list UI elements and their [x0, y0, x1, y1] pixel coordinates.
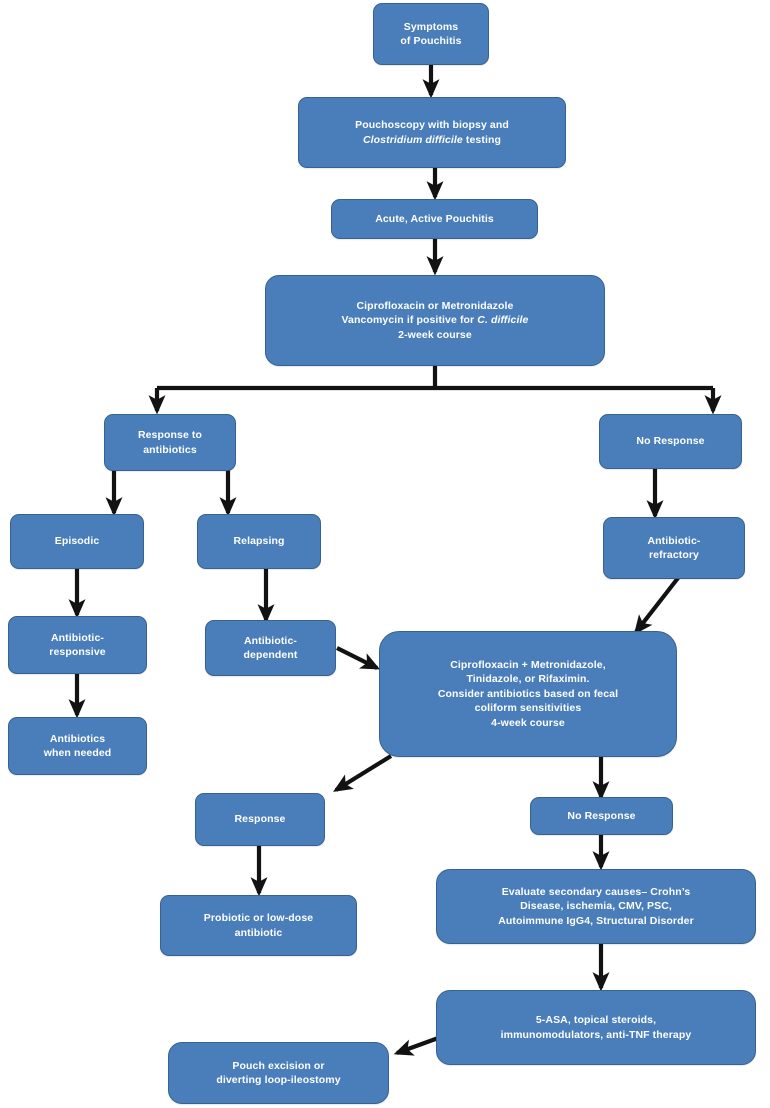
node-pouch-excision-or-ileostomy[interactable]: Pouch excision or diverting loop-ileosto…: [168, 1042, 389, 1104]
node-acute-active-label: Acute, Active Pouchitis: [375, 212, 494, 225]
node-relapsing-label: Relapsing: [233, 535, 285, 548]
node-evaluate-secondary-causes[interactable]: Evaluate secondary causes– Crohn’s Disea…: [436, 869, 756, 944]
node-abx-refractory-label: Antibiotic- refractory: [647, 534, 701, 561]
node-antibiotic-responsive[interactable]: Antibiotic- responsive: [8, 616, 147, 674]
node-response-2-label: Response: [234, 813, 286, 826]
node-secondary-causes-label: Evaluate secondary causes– Crohn’s Disea…: [498, 885, 694, 927]
node-response-2[interactable]: Response: [195, 793, 325, 846]
node-surgery-label: Pouch excision or diverting loop-ileosto…: [216, 1059, 341, 1086]
node-medical-therapy-label: 5-ASA, topical steroids, immunomodulator…: [500, 1014, 692, 1041]
node-antibiotic-refractory[interactable]: Antibiotic- refractory: [603, 517, 745, 579]
edge-refractory-to-secondline: [633, 576, 680, 635]
node-antibiotic-dependent[interactable]: Antibiotic- dependent: [205, 620, 336, 676]
node-abx-responsive-label: Antibiotic- responsive: [49, 631, 106, 658]
node-symptoms-label: Symptoms of Pouchitis: [400, 20, 462, 47]
firstline-line1: Ciprofloxacin or Metronidazole: [356, 299, 514, 312]
node-episodic-label: Episodic: [54, 535, 100, 548]
node-second-line-antibiotics[interactable]: Ciprofloxacin + Metronidazole, Tinidazol…: [379, 631, 677, 757]
pouchoscopy-italic: Clostridium difficile: [362, 133, 463, 146]
edge-secondline-to-response2: [333, 754, 393, 792]
node-abx-when-needed-label: Antibiotics when needed: [43, 732, 112, 759]
node-no-response-2[interactable]: No Response: [530, 797, 673, 835]
node-no-response-1[interactable]: No Response: [599, 414, 742, 469]
node-no-response-2-label: No Response: [567, 809, 636, 822]
pouchoscopy-line1: Pouchoscopy with biopsy and: [355, 119, 509, 132]
node-second-line-label: Ciprofloxacin + Metronidazole, Tinidazol…: [437, 658, 619, 729]
node-probiotic-or-low-dose-antibiotic[interactable]: Probiotic or low-dose antibiotic: [160, 895, 357, 956]
node-response-to-antibiotics[interactable]: Response to antibiotics: [104, 414, 236, 471]
firstline-line2-head: Vancomycin if positive for: [341, 314, 478, 327]
node-symptoms[interactable]: Symptoms of Pouchitis: [373, 3, 489, 65]
node-acute-active-pouchitis[interactable]: Acute, Active Pouchitis: [331, 199, 538, 239]
node-antibiotics-when-needed[interactable]: Antibiotics when needed: [8, 717, 147, 775]
node-no-response-1-label: No Response: [636, 435, 705, 448]
node-abx-dependent-label: Antibiotic- dependent: [243, 634, 298, 661]
node-response-to-abx-label: Response to antibiotics: [137, 429, 203, 456]
node-probiotic-label: Probiotic or low-dose antibiotic: [203, 912, 314, 939]
node-relapsing[interactable]: Relapsing: [197, 514, 321, 569]
node-medical-therapy[interactable]: 5-ASA, topical steroids, immunomodulator…: [436, 990, 756, 1065]
pouchoscopy-line2-tail: testing: [462, 133, 502, 146]
firstline-line3: 2-week course: [398, 328, 472, 341]
firstline-italic: C. difficile: [477, 314, 529, 327]
node-episodic[interactable]: Episodic: [10, 514, 144, 569]
edge-dependent-to-secondline: [336, 646, 381, 670]
